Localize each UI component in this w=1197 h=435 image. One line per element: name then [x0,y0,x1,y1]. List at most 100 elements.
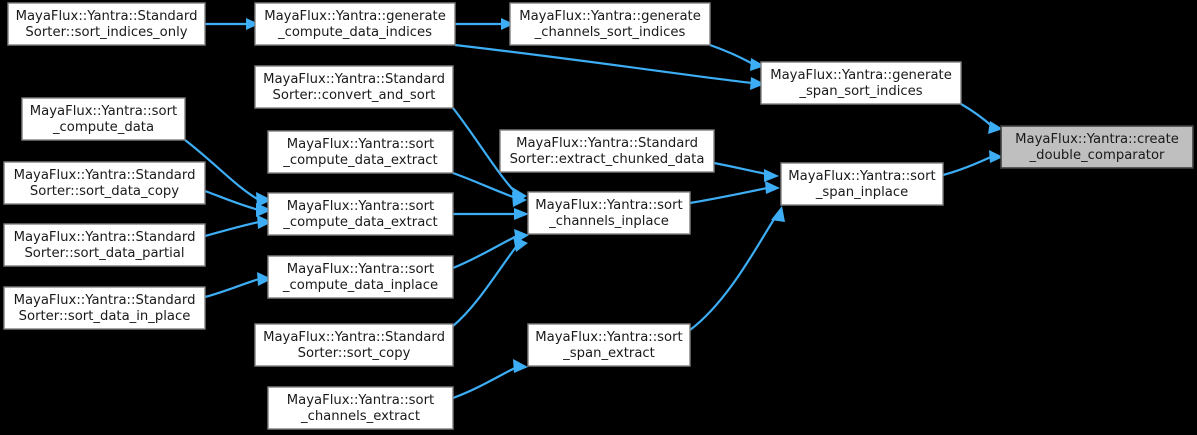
edge-arrowhead [257,272,272,286]
graph-node-sort_compute_data_extract_mid[interactable]: MayaFlux::Yantra::sort_compute_data_extr… [267,192,454,236]
node-label-line2: _compute_data_inplace [282,278,438,293]
graph-node-create_double_comparator[interactable]: MayaFlux::Yantra::create_double_comparat… [1000,125,1194,169]
node-box-create_double_comparator[interactable] [1000,125,1194,169]
call-edge-sort_channels_inplace-to-sort_span_inplace [689,185,773,205]
node-label-line1: MayaFlux::Yantra::Standard [263,72,445,87]
node-box-sort_span_inplace[interactable] [780,162,944,206]
node-label-line1: MayaFlux::Yantra::Standard [16,9,198,24]
call-edge-sort_copy-to-sort_channels_inplace [452,242,520,327]
node-label-sort_compute_data_inplace: MayaFlux::Yantra::sort_compute_data_inpl… [282,262,438,293]
node-label-line1: MayaFlux::Yantra::Standard [263,330,445,345]
call-edge-sort_data_copy-to-sort_compute_data_extract_mid [204,189,260,212]
edge-arrowhead [750,58,765,71]
graph-node-generate_span_sort_indices[interactable]: MayaFlux::Yantra::generate_span_sort_ind… [760,61,962,105]
node-label-line1: MayaFlux::Yantra::generate [519,9,701,24]
node-box-sort_compute_data[interactable] [21,97,186,141]
node-label-line1: MayaFlux::Yantra::create [1015,132,1179,147]
edge-arrowhead [764,169,779,182]
node-label-line2: Sorter::extract_chunked_data [510,152,705,167]
node-label-line2: _span_extract [562,346,655,361]
node-box-extract_chunked_data[interactable] [499,129,715,173]
call-edge-sort_compute_data_inplace-to-sort_channels_inplace [452,234,520,270]
node-label-line1: MayaFlux::Yantra::generate [770,68,952,83]
node-label-line1: MayaFlux::Yantra::Standard [14,168,196,183]
graph-node-sort_channels_inplace[interactable]: MayaFlux::Yantra::sort_channels_inplace [527,191,691,235]
node-box-convert_and_sort[interactable] [254,65,454,109]
edge-arrowhead [256,192,272,207]
node-label-line2: _channels_sort_indices [534,25,686,40]
edge-arrowhead [246,18,259,30]
graph-node-sort_channels_extract[interactable]: MayaFlux::Yantra::sort_channels_extract [267,386,454,430]
graph-node-sort_compute_data_inplace[interactable]: MayaFlux::Yantra::sort_compute_data_inpl… [267,255,454,299]
node-label-line1: MayaFlux::Yantra::sort [30,104,177,119]
edges-layer [184,22,994,400]
node-label-line1: MayaFlux::Yantra::sort [535,330,682,345]
node-label-sort_compute_data_extract_top: MayaFlux::Yantra::sort_compute_data_extr… [282,137,437,168]
node-label-line1: MayaFlux::Yantra::Standard [516,136,698,151]
call-edge-generate_span_sort_indices-to-create_double_comparator [960,103,994,128]
edge-arrowhead [512,192,527,207]
graph-node-sort_compute_data_extract_top[interactable]: MayaFlux::Yantra::sort_compute_data_extr… [267,130,454,174]
node-label-sort_span_inplace: MayaFlux::Yantra::sort_span_inplace [788,169,935,200]
node-label-generate_span_sort_indices: MayaFlux::Yantra::generate_span_sort_ind… [770,68,952,99]
graph-node-sort_span_extract[interactable]: MayaFlux::Yantra::sort_span_extract [527,323,691,367]
edge-arrowhead [771,206,785,222]
node-label-line2: _compute_data_extract [282,215,437,230]
node-box-sort_channels_extract[interactable] [267,386,454,430]
node-box-generate_span_sort_indices[interactable] [760,61,962,105]
node-box-sort_data_partial[interactable] [3,223,206,267]
node-label-line2: _double_comparator [1029,148,1165,163]
graph-node-generate_compute_data_indices[interactable]: MayaFlux::Yantra::generate_compute_data_… [254,2,456,46]
node-label-sort_compute_data: MayaFlux::Yantra::sort_compute_data [30,104,177,135]
node-label-sort_span_extract: MayaFlux::Yantra::sort_span_extract [535,330,682,361]
call-edge-sort_data_partial-to-sort_compute_data_extract_mid [204,220,260,238]
call-edge-generate_compute_data_indices-to-generate_span_sort_indices [454,43,753,85]
node-label-sort_channels_extract: MayaFlux::Yantra::sort_channels_extract [287,393,434,424]
call-edge-extract_chunked_data-to-sort_span_inplace [713,161,773,177]
node-label-line2: _channels_inplace [548,214,669,229]
graph-node-sort_compute_data[interactable]: MayaFlux::Yantra::sort_compute_data [21,97,186,141]
node-box-sort_data_copy[interactable] [3,161,206,205]
node-label-line2: Sorter::convert_and_sort [273,88,436,103]
node-label-line2: _span_sort_indices [798,84,922,99]
node-box-sort_copy[interactable] [254,323,454,367]
edge-arrowhead [988,121,1003,134]
node-label-line1: MayaFlux::Yantra::sort [287,262,434,277]
node-box-sort_span_extract[interactable] [527,323,691,367]
graph-node-sort_span_inplace[interactable]: MayaFlux::Yantra::sort_span_inplace [780,162,944,206]
node-box-generate_channels_sort_indices[interactable] [509,2,711,46]
graph-node-generate_channels_sort_indices[interactable]: MayaFlux::Yantra::generate_channels_sort… [509,2,711,46]
node-label-line1: MayaFlux::Yantra::sort [788,169,935,184]
arrowheads-layer [246,18,1003,373]
node-box-sort_data_in_place[interactable] [3,286,206,330]
node-label-sort_channels_inplace: MayaFlux::Yantra::sort_channels_inplace [535,198,682,229]
node-box-sort_compute_data_extract_mid[interactable] [267,192,454,236]
node-label-line1: MayaFlux::Yantra::sort [287,393,434,408]
node-box-sort_compute_data_extract_top[interactable] [267,130,454,174]
edge-arrowhead [501,18,514,30]
node-box-generate_compute_data_indices[interactable] [254,2,456,46]
node-label-line2: _channels_extract [300,409,420,424]
edge-arrowhead [750,77,765,90]
call-edge-sort_channels_extract-to-sort_span_extract [452,365,520,400]
node-label-line2: Sorter::sort_copy [298,346,411,361]
node-label-line2: _compute_data [52,120,154,135]
node-box-sort_indices_only[interactable] [7,2,206,46]
node-box-sort_channels_inplace[interactable] [527,191,691,235]
node-label-create_double_comparator: MayaFlux::Yantra::create_double_comparat… [1015,132,1179,163]
node-box-sort_compute_data_inplace[interactable] [267,255,454,299]
